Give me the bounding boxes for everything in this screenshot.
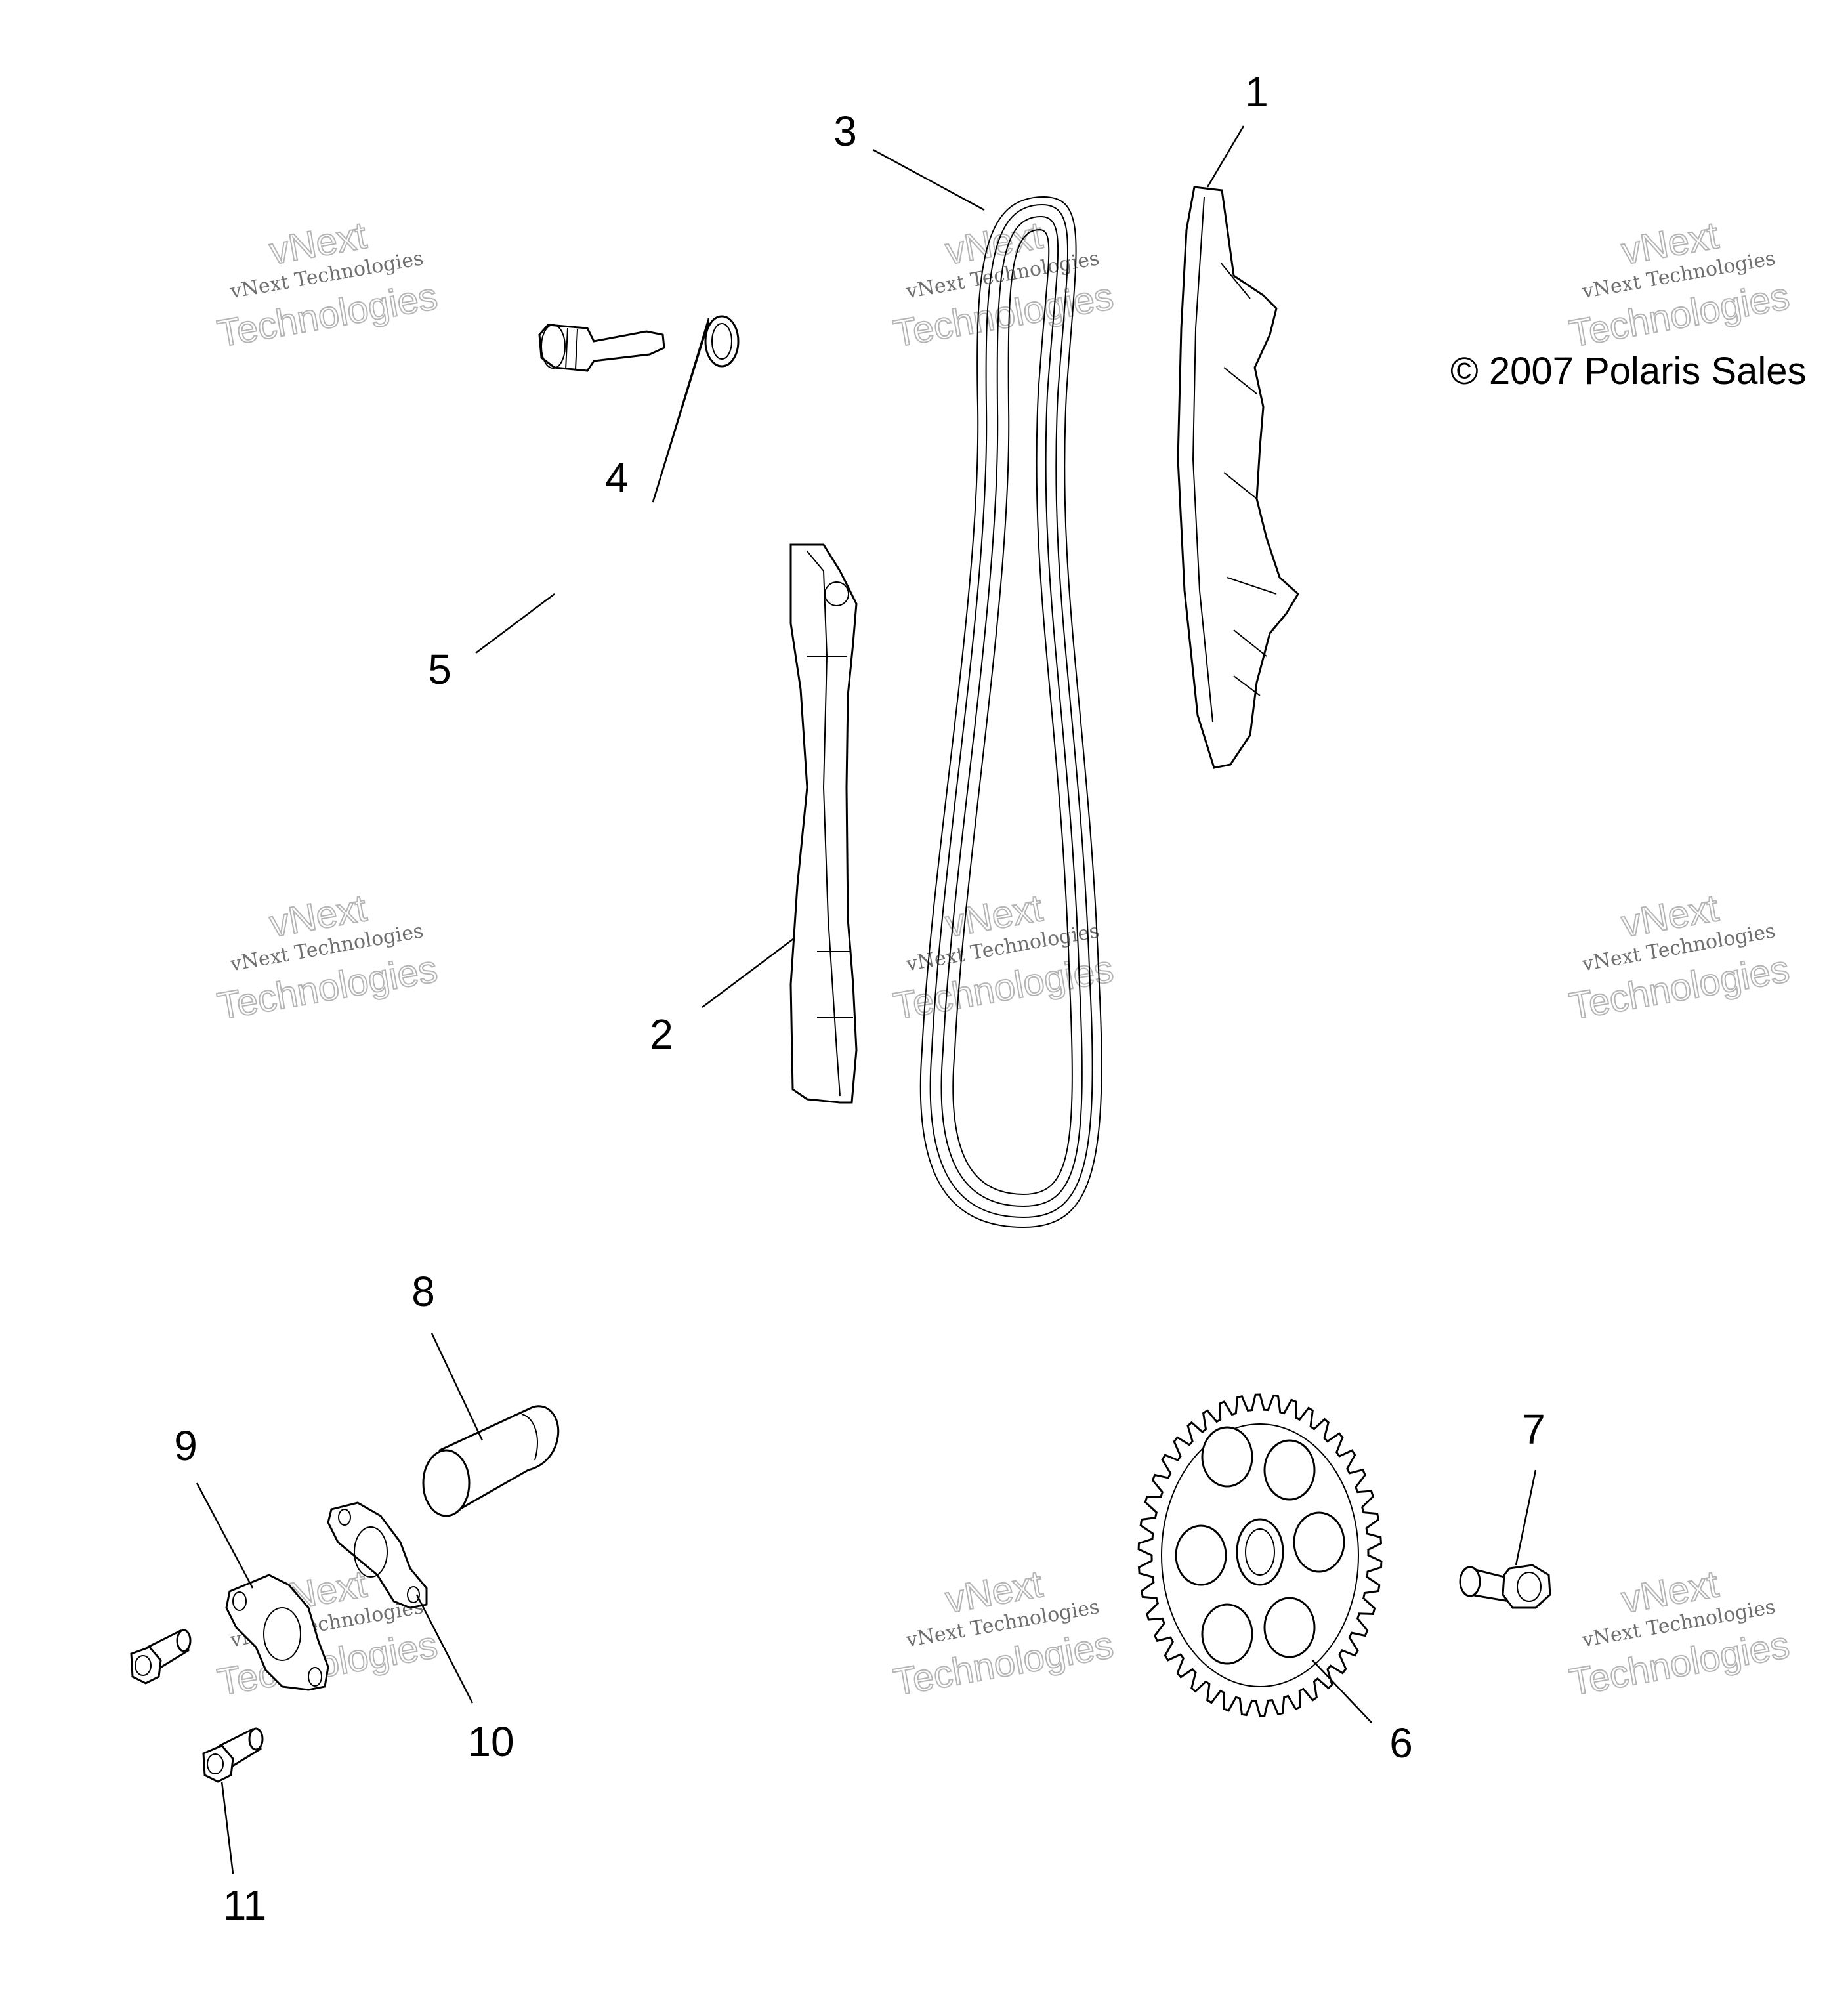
part-9-cover-plate[interactable] — [225, 1574, 329, 1691]
part-8-cylinder[interactable] — [422, 1405, 560, 1517]
leader-5 — [475, 593, 555, 654]
callout-3[interactable]: 3 — [833, 108, 857, 155]
leader-10 — [415, 1594, 474, 1704]
part-11-bolt-upper[interactable] — [130, 1629, 192, 1685]
part-10-gasket[interactable] — [327, 1502, 428, 1609]
callout-4[interactable]: 4 — [605, 454, 629, 501]
leader-4b — [652, 318, 710, 503]
leader-1 — [1206, 125, 1245, 188]
callout-1[interactable]: 1 — [1245, 68, 1269, 116]
callout-6[interactable]: 6 — [1389, 1719, 1413, 1767]
callout-9[interactable]: 9 — [174, 1422, 198, 1469]
copyright-text: © 2007 Polaris Sales — [1450, 350, 1806, 392]
leader-9 — [196, 1482, 254, 1589]
part-6-sprocket[interactable] — [1137, 1393, 1383, 1717]
leader-8 — [430, 1333, 484, 1441]
part-3-timing-chain[interactable] — [919, 196, 1102, 1228]
part-11-bolt-lower[interactable] — [202, 1727, 264, 1783]
part-1-chain-guide-right[interactable] — [1177, 186, 1299, 769]
leader-2 — [702, 938, 795, 1008]
callout-2[interactable]: 2 — [650, 1011, 673, 1058]
leader-3 — [872, 148, 985, 211]
callout-8[interactable]: 8 — [411, 1268, 435, 1315]
leader-7 — [1515, 1469, 1537, 1566]
part-7-bolt[interactable] — [1459, 1564, 1551, 1609]
part-5-tensioner-pin[interactable] — [538, 324, 665, 372]
part-4-o-ring[interactable] — [704, 315, 740, 368]
callout-10[interactable]: 10 — [467, 1718, 514, 1765]
leader-lines — [196, 125, 1537, 1874]
leader-6 — [1312, 1660, 1372, 1723]
callout-7[interactable]: 7 — [1522, 1406, 1545, 1453]
callout-11[interactable]: 11 — [223, 1881, 266, 1929]
callout-5[interactable]: 5 — [428, 646, 452, 693]
leader-11 — [220, 1781, 234, 1874]
part-2-chain-guide-left[interactable] — [789, 543, 858, 1104]
